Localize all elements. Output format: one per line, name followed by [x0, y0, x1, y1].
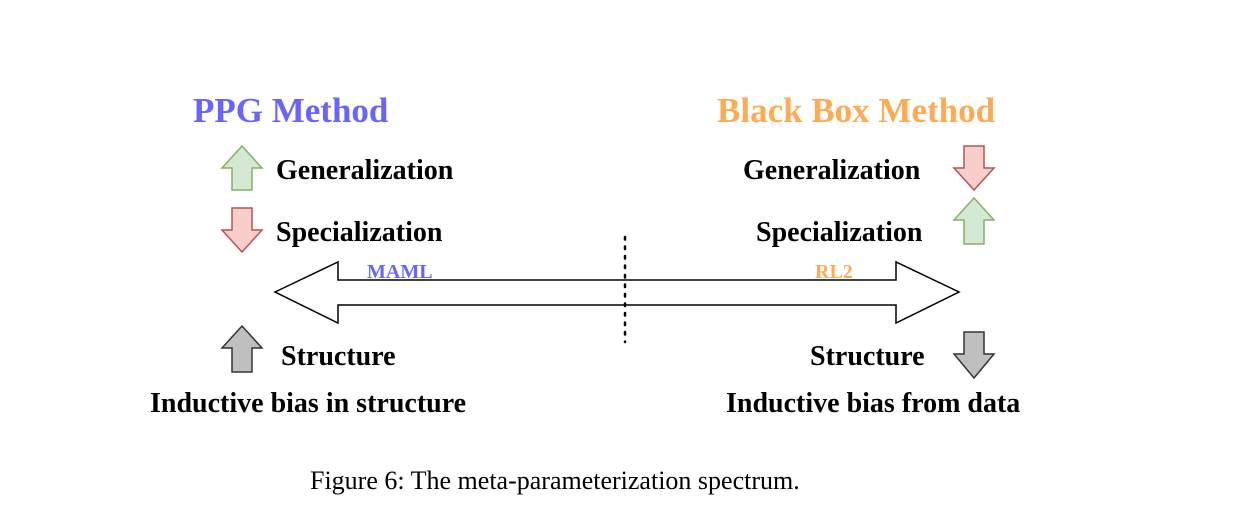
- ppg-method-title: PPG Method: [193, 91, 389, 130]
- structure-up-arrow-icon: [220, 324, 264, 373]
- specialization-down-arrow-icon: [220, 207, 264, 254]
- right-inductive-bias-label: Inductive bias from data: [726, 388, 1021, 419]
- specialization-up-arrow-icon: [952, 196, 996, 245]
- generalization-down-arrow-icon: [952, 145, 996, 192]
- maml-label: MAML: [367, 261, 433, 283]
- left-structure-label: Structure: [281, 341, 396, 372]
- right-specialization-label: Specialization: [756, 217, 923, 248]
- generalization-up-arrow-icon: [220, 144, 264, 191]
- right-generalization-label: Generalization: [743, 155, 921, 186]
- spectrum-double-arrow: [273, 260, 961, 325]
- rl2-label: RL2: [815, 261, 853, 283]
- black-box-method-title: Black Box Method: [717, 91, 996, 130]
- right-structure-label: Structure: [810, 341, 925, 372]
- left-generalization-label: Generalization: [276, 155, 454, 186]
- left-specialization-label: Specialization: [276, 217, 443, 248]
- figure-caption: Figure 6: The meta-parameterization spec…: [310, 466, 800, 495]
- left-inductive-bias-label: Inductive bias in structure: [150, 388, 467, 419]
- structure-down-arrow-icon: [952, 331, 996, 380]
